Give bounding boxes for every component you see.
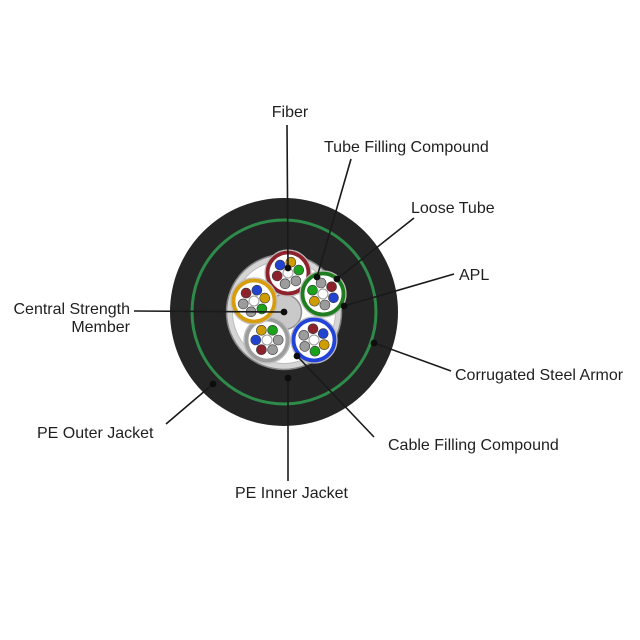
fiber-dot-gray [299, 341, 311, 352]
label-corrugated-steel-armor: Corrugated Steel Armor [455, 367, 624, 384]
label-central-strength-member: Central Strength [13, 301, 130, 318]
loose-tube-west [230, 277, 278, 325]
fiber-dot-gray [290, 275, 302, 287]
fiber-dot-gray [272, 334, 284, 346]
leader-dot-cable-filling-compound [293, 352, 301, 360]
leader-dot-corrugated-steel-armor [370, 339, 378, 347]
label-pe-inner-jacket: PE Inner Jacket [235, 485, 349, 502]
leader-dot-pe-inner-jacket [284, 374, 292, 382]
leader-dot-apl [340, 302, 348, 310]
fiber-dot-blue [328, 292, 339, 304]
fiber-dot-green [267, 324, 278, 336]
label-pe-outer-jacket: PE Outer Jacket [37, 425, 154, 442]
fiber-dot-gray [315, 277, 327, 289]
label-apl: APL [459, 267, 489, 284]
fiber-dot-gray [279, 278, 291, 290]
leader-line-central-strength-member [133, 310, 285, 313]
fiber-dot-blue [274, 259, 286, 271]
fiber-dot-gray [237, 298, 249, 310]
leader-dot-loose-tube [333, 275, 341, 283]
label-tube-filling-compound: Tube Filling Compound [324, 139, 489, 156]
label-fiber: Fiber [272, 104, 309, 121]
leader-line-pe-outer-jacket [165, 383, 214, 425]
leader-line-cable-filling-compound [296, 355, 375, 438]
fiber-dot-yellow [309, 295, 320, 307]
fiber-dot-darkred [307, 323, 319, 335]
fiber-dot-blue [251, 284, 263, 296]
leader-line-tube-filling-compound [316, 158, 352, 278]
fiber-dot-yellow [318, 339, 330, 351]
leader-dot-fiber [284, 264, 292, 272]
fiber-dot-gray [267, 344, 278, 356]
fiber-dot-green [307, 284, 318, 296]
fiber-dot-yellow [256, 324, 267, 336]
leader-line-fiber [286, 124, 289, 269]
leader-dot-tube-filling-compound [313, 273, 321, 281]
leader-dot-central-strength-member [280, 308, 288, 316]
fiber-dot-white-center [261, 334, 273, 346]
fiber-dot-darkred [271, 270, 283, 282]
fiber-dot-white-center [317, 288, 329, 300]
fiber-dot-green [293, 264, 305, 276]
fiber-dot-darkred [256, 344, 267, 356]
fiber-dot-yellow [259, 292, 271, 304]
loose-tube-southwest [243, 316, 291, 364]
fiber-dot-darkred [326, 281, 337, 293]
label-cable-filling-compound: Cable Filling Compound [388, 437, 559, 454]
leader-line-apl [343, 273, 455, 307]
fiber-dot-gray [319, 299, 331, 311]
leader-line-loose-tube [336, 217, 415, 280]
fiber-dot-green [309, 345, 321, 357]
fiber-dot-white-center [308, 334, 320, 346]
fiber-dot-darkred [240, 287, 252, 299]
loose-tube-east [299, 270, 347, 318]
loose-tube-southeast [290, 316, 338, 364]
leader-dot-pe-outer-jacket [209, 380, 217, 388]
fiber-dot-gray [298, 329, 310, 341]
fiber-dot-white-center [248, 295, 260, 307]
fiber-dot-blue [317, 328, 329, 339]
fiber-dot-blue [250, 334, 262, 346]
leader-line-corrugated-steel-armor [373, 342, 452, 372]
label-central-strength-member: Member [71, 319, 130, 336]
label-loose-tube: Loose Tube [411, 200, 495, 217]
